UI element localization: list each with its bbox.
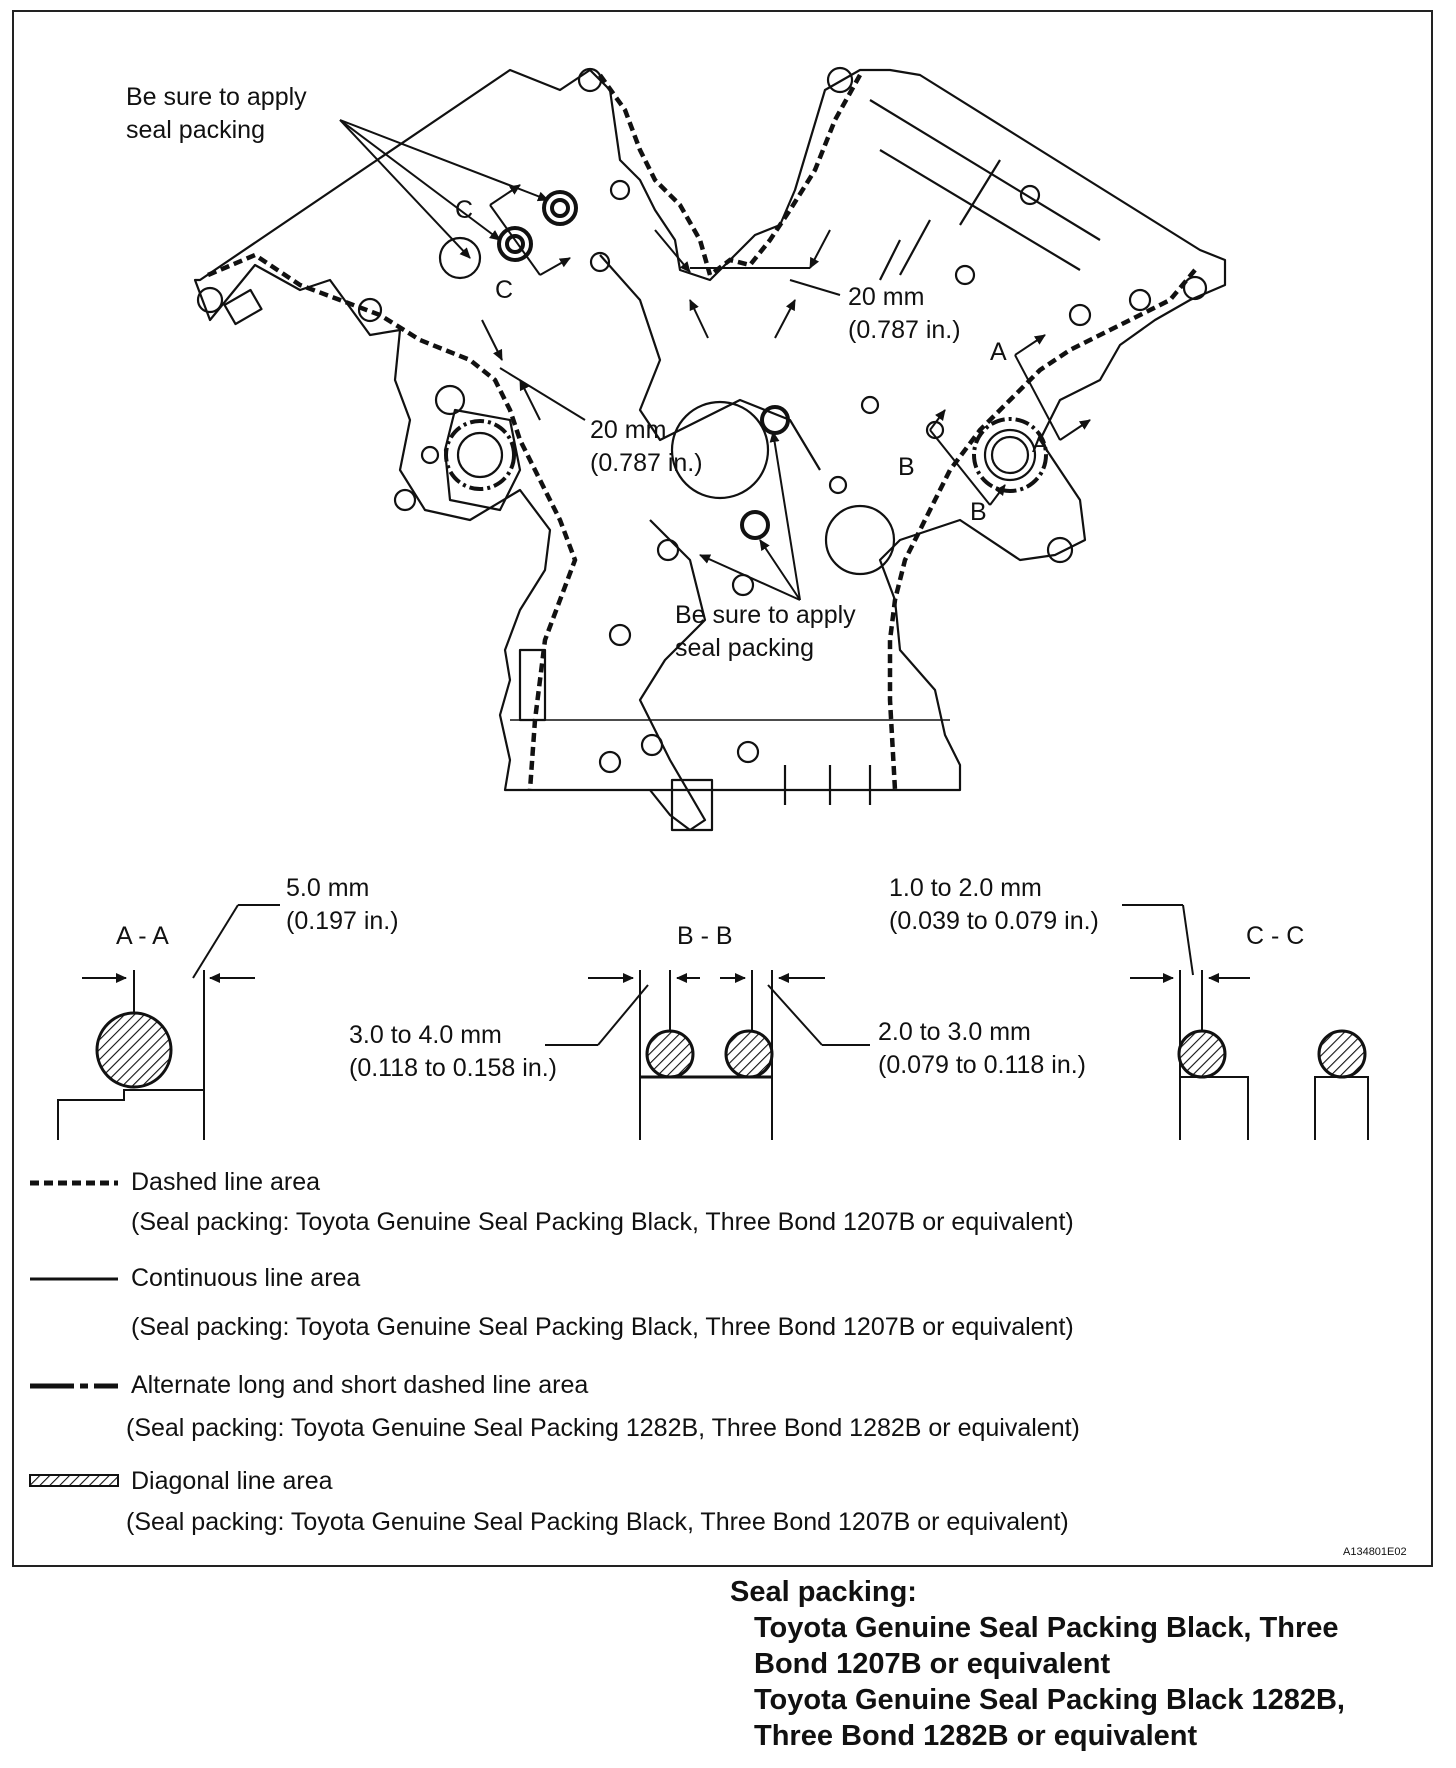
- legend-label-dashed: Dashed line area: [131, 1168, 320, 1196]
- section-b-b-right-in: (0.079 to 0.118 in.): [878, 1051, 1086, 1079]
- legend-label-alternate: Alternate long and short dashed line are…: [131, 1371, 588, 1399]
- section-b-b-right-mm: 2.0 to 3.0 mm: [878, 1018, 1031, 1046]
- bead-c-c-left: [1177, 1029, 1227, 1079]
- seal-line-dashed-right: [708, 73, 862, 277]
- legend-label-continuous: Continuous line area: [131, 1264, 360, 1292]
- section-mark-c-upper: C: [455, 196, 473, 224]
- seal-line-dashed-right-lower: [887, 268, 1197, 791]
- section-b-b: B - B 3.0 to 4.0 mm (0.118 to 0.158 in.)…: [349, 922, 1086, 1140]
- callout-leaders: [339, 119, 1091, 601]
- section-mark-c-lower: C: [495, 276, 513, 304]
- bead-c-c-right: [1317, 1029, 1367, 1079]
- section-c-c-dim-in: (0.039 to 0.079 in.): [889, 907, 1099, 935]
- section-a-a-dim-mm: 5.0 mm: [286, 874, 369, 902]
- seal-packing-heading: Seal packing:: [730, 1576, 917, 1608]
- apply-seal-callout-top-line2: seal packing: [126, 116, 265, 144]
- seal-packing-line-2: Bond 1207B or equivalent: [754, 1648, 1111, 1680]
- section-b-b-title: B - B: [677, 922, 733, 950]
- seal-packing-note: Seal packing: Toyota Genuine Seal Packin…: [730, 1574, 1345, 1754]
- apply-seal-callout-mid-line1: Be sure to apply: [675, 601, 856, 629]
- seal-packing-line-3: Toyota Genuine Seal Packing Black 1282B,: [754, 1684, 1345, 1716]
- legend: Dashed line area (Seal packing: Toyota G…: [29, 1168, 1080, 1536]
- legend-label-diagonal: Diagonal line area: [131, 1467, 333, 1495]
- section-a-a-title: A - A: [116, 922, 169, 950]
- seal-packing-line-1: Toyota Genuine Seal Packing Black, Three: [754, 1612, 1339, 1644]
- seal-loop-right: [972, 417, 1048, 493]
- dimension-right-in: (0.787 in.): [848, 316, 961, 344]
- dimension-center-mm: 20 mm: [590, 416, 666, 444]
- figure-frame: [12, 10, 1433, 1567]
- seal-line-dashed-left: [207, 252, 578, 791]
- section-b-b-left-in: (0.118 to 0.158 in.): [349, 1054, 557, 1082]
- legend-desc-diagonal: (Seal packing: Toyota Genuine Seal Packi…: [126, 1508, 1069, 1536]
- apply-seal-callout-top-line1: Be sure to apply: [126, 83, 307, 111]
- section-c-c: C - C 1.0 to 2.0 mm (0.039 to 0.079 in.): [889, 874, 1369, 1140]
- bead-b-b-right: [724, 1029, 774, 1079]
- cover-outline: [193, 68, 1227, 792]
- dimension-right-mm: 20 mm: [848, 283, 924, 311]
- legend-desc-dashed: (Seal packing: Toyota Genuine Seal Packi…: [131, 1208, 1074, 1236]
- legend-swatch-diagonal: [29, 1474, 119, 1487]
- seal-packing-line-4: Three Bond 1282B or equivalent: [754, 1720, 1198, 1752]
- timing-cover-drawing: [193, 66, 1227, 832]
- section-c-c-title: C - C: [1246, 922, 1304, 950]
- section-mark-b-right: B: [970, 498, 987, 526]
- figure-code: A134801E02: [1343, 1546, 1407, 1558]
- section-b-b-left-mm: 3.0 to 4.0 mm: [349, 1021, 502, 1049]
- dimension-center-in: (0.787 in.): [590, 449, 703, 477]
- section-mark-b-left: B: [898, 453, 915, 481]
- section-a-a-dim-in: (0.197 in.): [286, 907, 399, 935]
- legend-desc-continuous: (Seal packing: Toyota Genuine Seal Packi…: [131, 1313, 1074, 1341]
- section-mark-a-upper: A: [990, 338, 1007, 366]
- legend-desc-alternate: (Seal packing: Toyota Genuine Seal Packi…: [126, 1414, 1080, 1442]
- section-a-a: A - A 5.0 mm (0.197 in.): [57, 874, 399, 1140]
- apply-seal-callout-mid-line2: seal packing: [675, 634, 814, 662]
- bead-b-b-left: [645, 1029, 695, 1079]
- seal-loop-left: [444, 419, 516, 491]
- section-c-c-dim-mm: 1.0 to 2.0 mm: [889, 874, 1042, 902]
- bead-a-a: [95, 1011, 173, 1089]
- section-mark-a-lower: A: [1032, 430, 1049, 458]
- seal-line-dashed-left-upper: [598, 73, 713, 276]
